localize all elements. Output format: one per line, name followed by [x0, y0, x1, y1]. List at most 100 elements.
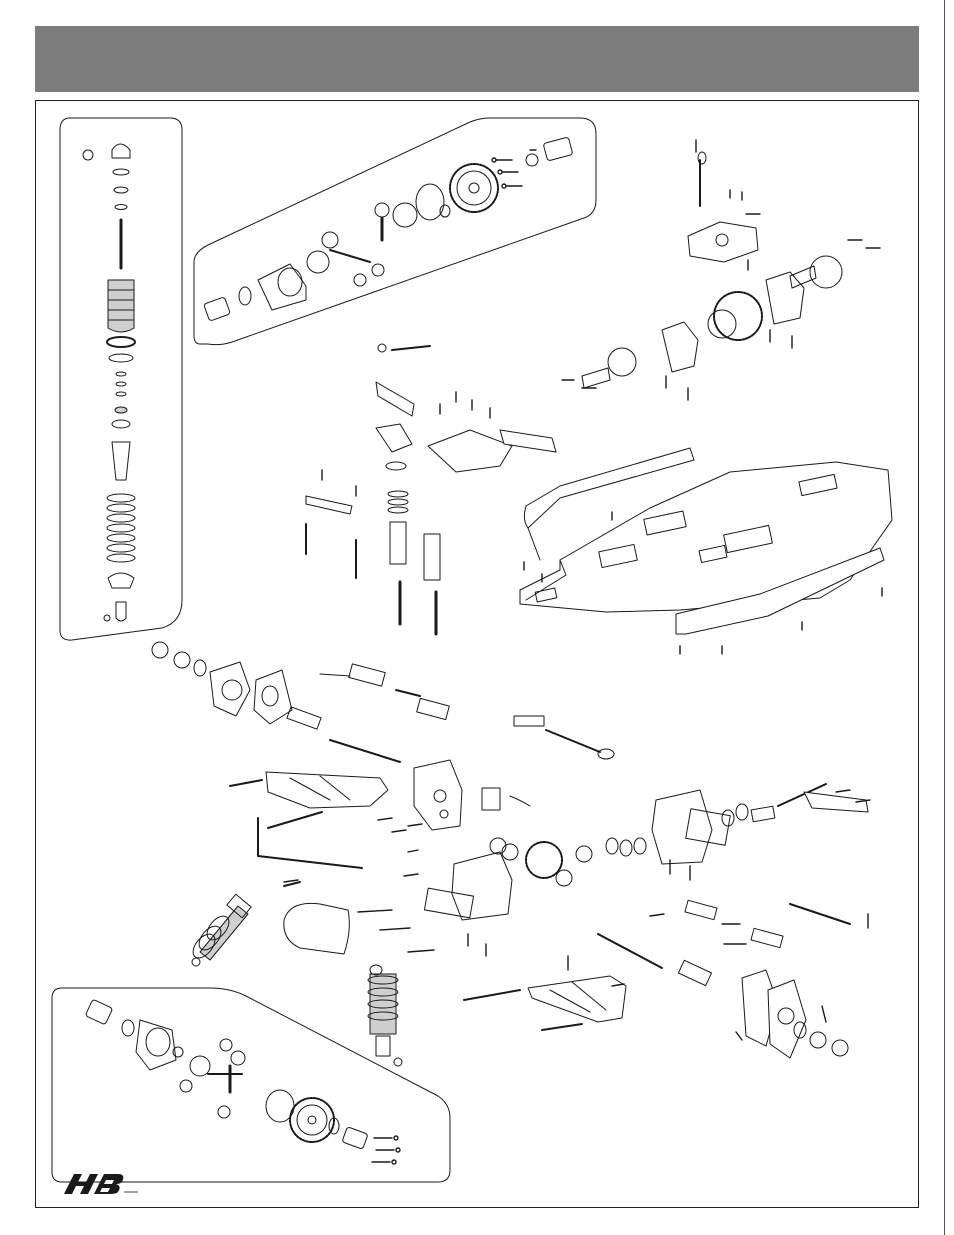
outdrive-cup	[342, 1127, 368, 1149]
callout-shock-assembly	[59, 117, 183, 641]
diff-mount-rear	[765, 271, 805, 325]
diff-screws	[371, 1135, 401, 1165]
rod-end	[513, 715, 545, 727]
o-ring	[619, 839, 633, 857]
gearbox-housing	[451, 851, 513, 921]
fuel-tank-shell	[283, 902, 350, 955]
side-guard-left	[523, 447, 695, 529]
center-section	[283, 759, 593, 957]
shock-boot	[111, 441, 131, 481]
o-ring	[172, 1046, 184, 1058]
shock-ball	[103, 614, 111, 622]
rod-end	[416, 697, 450, 721]
front-driveshaft	[329, 739, 401, 763]
front-lower-arm	[265, 771, 389, 809]
rear-knuckle	[767, 979, 807, 1059]
front-hub-carrier	[209, 661, 251, 717]
servo-saver-plate	[427, 429, 513, 473]
spur-gear	[449, 163, 499, 213]
o-ring	[439, 204, 451, 218]
steering-bellcrank	[375, 381, 415, 417]
steering-assembly	[305, 343, 557, 636]
shock-o-ring	[115, 391, 127, 397]
chassis-plate	[519, 461, 893, 613]
steering-arm-left	[305, 495, 353, 515]
hb-logo-icon	[64, 1174, 138, 1194]
shock-seal	[108, 353, 134, 363]
bearing	[385, 461, 407, 471]
shock-tower-front	[413, 759, 463, 831]
outdrive-cup	[85, 999, 113, 1025]
shock-piston	[111, 419, 131, 429]
bearing	[735, 803, 749, 821]
diff-case	[257, 263, 307, 311]
brake-disc	[607, 347, 637, 377]
diff-gasket	[415, 183, 445, 221]
hinge-pin	[463, 989, 521, 1001]
shock-o-ring	[115, 381, 127, 387]
diff-mount-front	[661, 321, 699, 373]
front-shock	[191, 893, 252, 967]
diff-gasket	[265, 1089, 295, 1123]
shock-spring-cup	[107, 572, 135, 589]
center-diff-mount	[561, 139, 881, 401]
page-edge-line	[944, 0, 945, 1235]
sway-bar	[267, 811, 323, 829]
steering-screws	[321, 391, 491, 497]
hinge-pin	[229, 779, 263, 787]
brake-pad	[581, 367, 611, 389]
diff-spider-gear	[353, 273, 367, 287]
bearing	[525, 153, 539, 167]
rear-section	[367, 715, 871, 1067]
shock-o-ring	[112, 168, 130, 176]
diff-gear-bevel	[189, 1055, 211, 1077]
shock-assembly-parts	[82, 143, 136, 622]
chassis-screws	[523, 511, 883, 655]
shock-o-ring	[115, 371, 127, 377]
bearing	[238, 286, 252, 306]
o-ring	[605, 837, 619, 855]
turnbuckle	[789, 903, 851, 925]
main-chassis	[519, 447, 893, 655]
chassis-cutout	[698, 544, 728, 564]
mount-screws	[561, 139, 881, 401]
header-bar	[35, 26, 919, 92]
diff-ring-gear	[525, 841, 563, 879]
diff-gear-bevel	[321, 231, 339, 249]
shock-cap-ring	[106, 336, 136, 348]
o-ring	[489, 837, 507, 855]
brake-disc	[809, 255, 843, 289]
bearing	[121, 1019, 135, 1037]
rear-driveshaft	[597, 933, 663, 969]
rear-wing-mount	[803, 791, 869, 813]
chassis-cutout	[598, 543, 638, 569]
chassis-cutout	[798, 473, 838, 497]
diff-spider-gear	[219, 1038, 233, 1052]
brake-pad	[789, 265, 817, 289]
bearing	[793, 1021, 807, 1039]
o-ring	[633, 837, 647, 855]
steering-tube	[423, 533, 441, 581]
wheel-nut	[831, 1039, 849, 1057]
bearing	[193, 659, 207, 677]
shock-cap-nut	[82, 149, 94, 161]
rear-diff-parts	[85, 999, 401, 1165]
diff-gear-small	[374, 202, 390, 218]
steering-spring	[387, 490, 409, 514]
turnbuckle	[545, 729, 601, 753]
rod-end	[750, 927, 784, 949]
callout-rear-diff	[51, 987, 451, 1183]
front-suspension-left	[151, 641, 450, 967]
steering-tube	[389, 521, 407, 565]
rear-axle	[677, 959, 713, 987]
diff-gear-small	[217, 1105, 231, 1119]
wheel-nut	[151, 641, 169, 659]
o-ring	[501, 843, 519, 861]
steering-link	[391, 345, 431, 351]
hex-hub	[809, 1031, 827, 1049]
spur-gear	[289, 1097, 335, 1143]
center-spur	[713, 291, 763, 341]
body-clip	[509, 795, 531, 807]
bearing	[328, 1117, 340, 1135]
rear-shock	[367, 964, 403, 1067]
